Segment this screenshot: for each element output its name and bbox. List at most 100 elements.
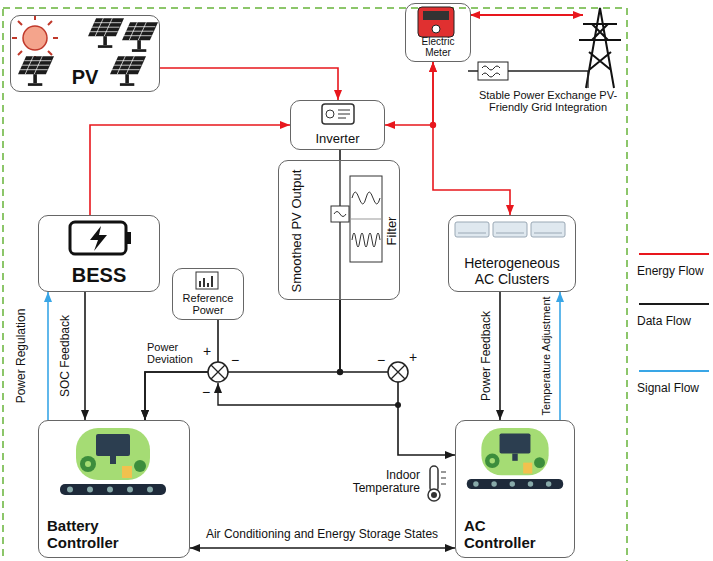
sign-minus: − [231, 353, 239, 368]
bess-box: BESS [38, 215, 160, 292]
legend-label: Signal Flow [637, 381, 709, 395]
legend-line [639, 370, 709, 372]
solar-panels [110, 56, 146, 86]
ac-units [455, 222, 565, 237]
node-label: PV [72, 66, 99, 88]
meter-icon [418, 7, 454, 37]
data-flow [499, 292, 501, 420]
controller-icons [60, 428, 563, 495]
battery-icon [90, 226, 107, 251]
solar-panels [18, 18, 158, 86]
flow-label: Power Regulation [15, 309, 28, 404]
filter-internals [334, 212, 346, 217]
flow-label: Air Conditioning and Energy Storage Stat… [204, 528, 440, 541]
legend-entry: Data Flow [637, 300, 709, 328]
thermometer-icon [428, 466, 446, 501]
legend-sample [637, 300, 709, 308]
legend-entry: Energy Flow [637, 250, 709, 278]
battery-icon [70, 222, 131, 254]
ac-units [531, 222, 565, 237]
battery-icon [126, 232, 131, 244]
sun-icon [12, 15, 58, 61]
sign-plus: + [409, 350, 417, 365]
controller-icons [60, 428, 166, 495]
summing-junctions [337, 369, 343, 375]
summing-junctions [208, 122, 436, 408]
energy-flow [160, 68, 338, 100]
node-label: Electric Meter [410, 36, 466, 58]
filter-internals [352, 233, 380, 247]
filter-internals [352, 192, 380, 204]
flow-label: SOC Feedback [59, 315, 72, 397]
grid-link [478, 62, 508, 80]
legend-line [639, 253, 709, 255]
data-flow [84, 292, 86, 420]
chart-icon [200, 276, 212, 287]
sun-icon [23, 26, 47, 50]
filter-internals [339, 160, 340, 300]
thermometer-icon [428, 489, 440, 501]
summing-junctions [391, 365, 405, 379]
summing-junctions [218, 383, 398, 405]
energy-flow [385, 62, 433, 125]
legend-sample [637, 367, 709, 375]
node-label: Smoothed PV Output [290, 170, 304, 293]
node-label: Heterogeneous AC Clusters [453, 256, 571, 287]
summing-junctions [208, 362, 228, 382]
data-flow [145, 300, 340, 420]
flow-label: Power Deviation [147, 341, 199, 365]
data-flow [190, 547, 455, 549]
grid-link [470, 14, 583, 16]
system-boundary [3, 8, 627, 561]
node-label: Inverter [315, 132, 359, 146]
thermometer-icon [441, 472, 446, 484]
node-label: Reference Power [177, 292, 239, 316]
filter-internals [331, 160, 382, 300]
reference-power-box: Reference Power [172, 268, 244, 320]
inverter-icon [322, 104, 354, 124]
legend-label: Energy Flow [637, 264, 709, 278]
meter-icon [418, 7, 454, 37]
pv-array-box: PV [10, 15, 160, 92]
ac-units [493, 222, 527, 237]
legend-entry: Signal Flow [637, 367, 709, 395]
summing-junctions [430, 122, 436, 128]
data-flow [145, 320, 218, 420]
flow-label: Temperature Adjustment [540, 296, 552, 415]
summing-junctions [211, 365, 225, 379]
ac-clusters-box: Heterogeneous AC Clusters [448, 215, 576, 292]
solar-panels [18, 56, 54, 86]
legend-label: Data Flow [637, 314, 709, 328]
battery-icon [70, 222, 126, 254]
inverter-icon [322, 104, 354, 124]
flow-label: Power Feedback [480, 311, 493, 401]
legend-sample [637, 250, 709, 258]
ac-controller-box: AC Controller [455, 420, 575, 558]
node-label: AC Controller [464, 518, 549, 551]
node-label: Battery Controller [47, 518, 132, 551]
meter-icon [423, 11, 449, 20]
inverter-box: Inverter [290, 100, 385, 150]
grid-link [468, 15, 588, 88]
sign-minus: − [377, 353, 385, 368]
grid-note: Stable Power Exchange PV-Friendly Grid I… [461, 89, 635, 113]
electric-meter-box: Electric Meter [405, 3, 471, 62]
grid-tower [579, 8, 621, 88]
filter-internals [350, 219, 382, 220]
data-flow [340, 300, 455, 455]
sun-icon [12, 15, 58, 61]
sign-minus: − [202, 385, 210, 400]
meter-icon [432, 25, 440, 33]
chart-icon [196, 272, 218, 289]
inverter-icon [338, 110, 350, 118]
indoor-temperature-label: Indoor Temperature [336, 469, 420, 495]
node-label: Filter [385, 217, 399, 246]
node-label: BESS [72, 264, 126, 286]
thermometer-icon [430, 466, 438, 492]
filter-box: Smoothed PV Output Filter [278, 160, 400, 300]
grid-link [482, 66, 500, 77]
battery-controller-box: Battery Controller [38, 420, 190, 558]
thermometer-icon [431, 492, 437, 498]
